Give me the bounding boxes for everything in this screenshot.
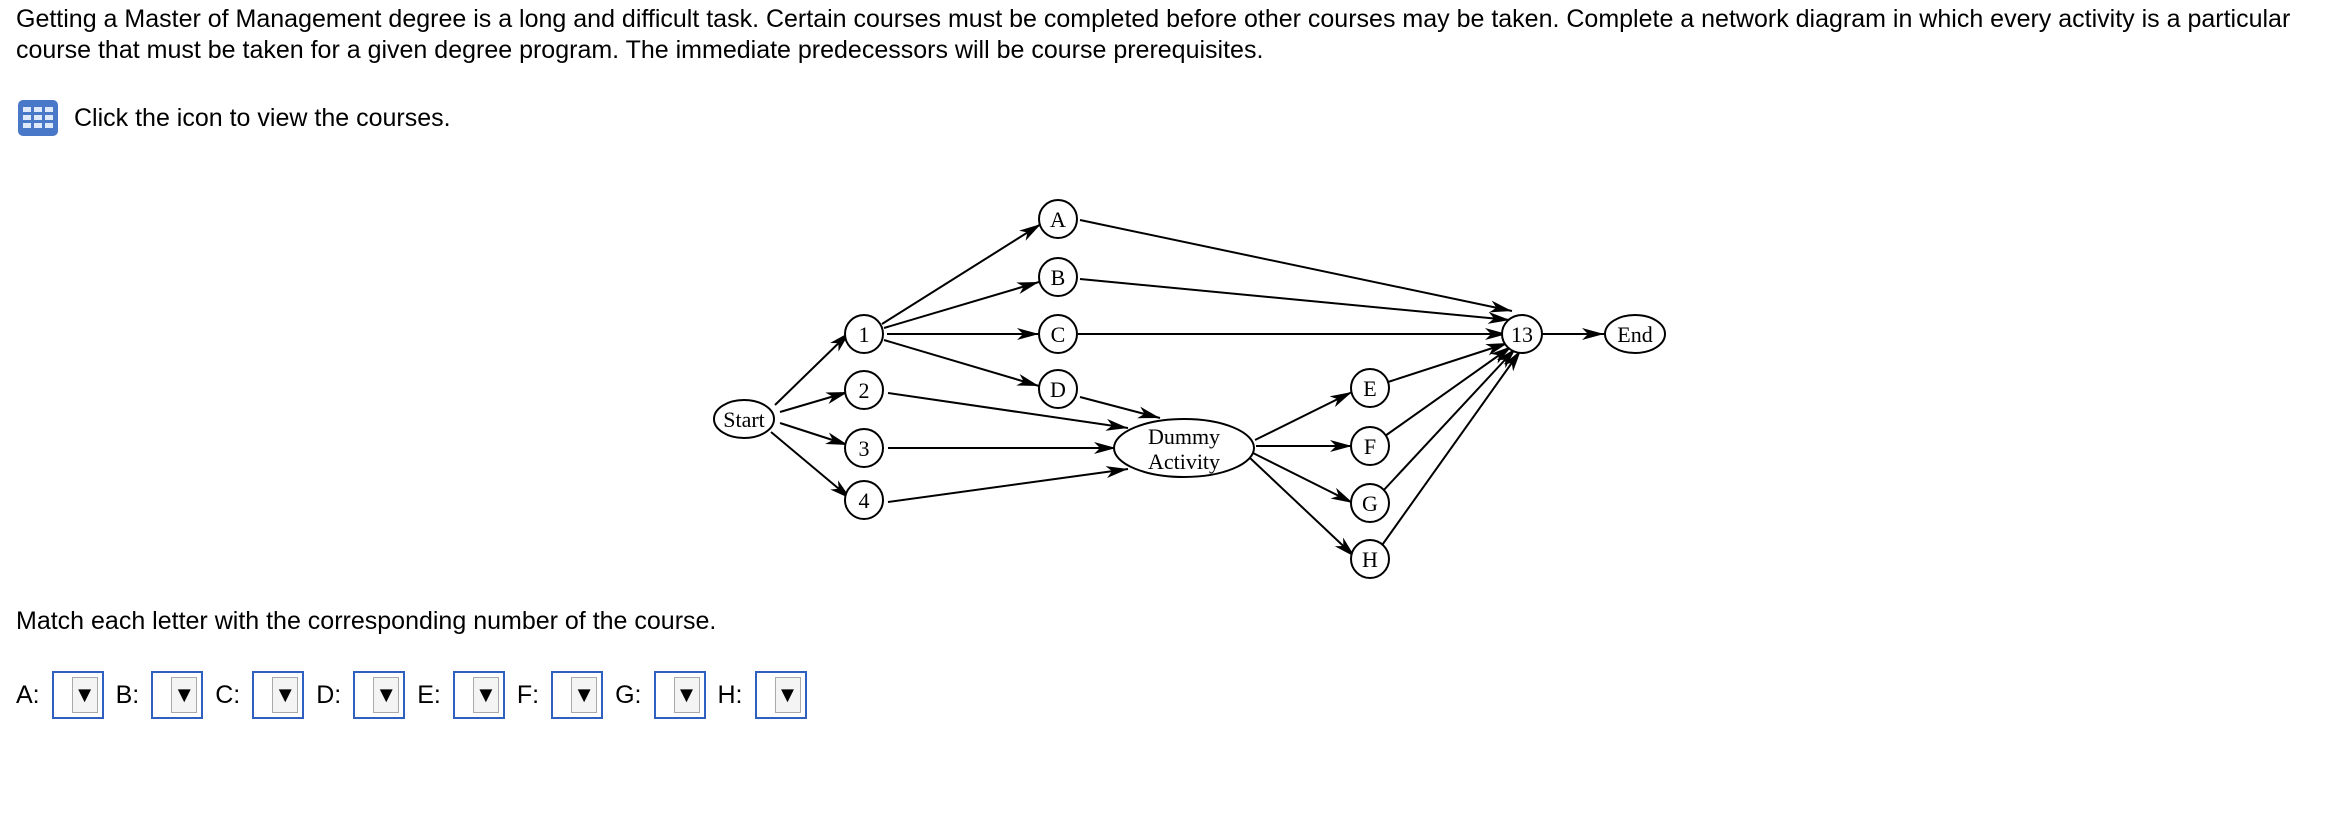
- node-start-label: Start: [723, 407, 765, 432]
- arrow-2-dummy: [887, 392, 1129, 431]
- arrow-e-13: [1387, 342, 1509, 383]
- arrow-start-4: [770, 431, 852, 500]
- answer-label: F:: [516, 680, 540, 709]
- node-dummy-label-1: Dummy: [1148, 424, 1220, 449]
- chevron-down-icon: ▼: [71, 677, 98, 713]
- node-g: [1350, 483, 1390, 523]
- node-g-label: G: [1362, 491, 1378, 516]
- answer-e: E: ▼: [417, 671, 517, 719]
- node-b: [1038, 257, 1078, 297]
- answer-f-dropdown[interactable]: ▼: [551, 671, 604, 719]
- network-diagram: Start 1 2 3 4 A B C D Dummy Activity E F…: [713, 199, 1666, 579]
- node-1-label: 1: [859, 322, 870, 347]
- hint-row: Click the icon to view the courses.: [18, 98, 451, 138]
- answer-h: H: ▼: [718, 671, 819, 719]
- node-a-label: A: [1050, 207, 1066, 232]
- chevron-down-icon: ▼: [774, 677, 801, 713]
- chevron-down-icon: ▼: [472, 677, 499, 713]
- node-4: [844, 480, 884, 520]
- chevron-down-icon: ▼: [373, 677, 400, 713]
- chevron-down-icon: ▼: [171, 677, 198, 713]
- arrow-dummy-e: [1254, 391, 1353, 441]
- arrow-1-a: [881, 223, 1042, 325]
- hint-text: Click the icon to view the courses.: [74, 103, 451, 132]
- match-instruction: Match each letter with the corresponding…: [16, 607, 717, 635]
- answer-label: C:: [215, 680, 241, 709]
- answer-a: A: ▼: [16, 671, 116, 719]
- node-e-label: E: [1363, 376, 1376, 401]
- question-intro: Getting a Master of Management degree is…: [16, 5, 2291, 64]
- node-b-label: B: [1051, 265, 1066, 290]
- node-end-label: End: [1617, 322, 1652, 347]
- node-f-label: F: [1364, 434, 1376, 459]
- answer-c-dropdown[interactable]: ▼: [252, 671, 305, 719]
- chevron-down-icon: ▼: [571, 677, 598, 713]
- arrow-g-13: [1381, 347, 1517, 493]
- answer-label: D:: [316, 680, 342, 709]
- node-4-label: 4: [859, 488, 870, 513]
- arrow-d-dummy: [1079, 396, 1161, 419]
- node-2-label: 2: [859, 378, 870, 403]
- arrow-start-2: [779, 391, 849, 413]
- answer-b: B: ▼: [116, 671, 216, 719]
- answer-label: B:: [115, 680, 140, 709]
- arrow-b-13: [1079, 278, 1511, 324]
- arrow-4-dummy: [887, 466, 1129, 503]
- node-3: [844, 428, 884, 468]
- node-13-label: 13: [1511, 322, 1533, 347]
- arrow-h-13: [1379, 349, 1522, 549]
- table-icon[interactable]: [18, 100, 58, 136]
- node-1: [844, 314, 884, 354]
- arrow-start-1: [774, 331, 851, 406]
- node-c-label: C: [1051, 322, 1066, 347]
- arrow-start-3: [779, 422, 849, 446]
- answer-label: E:: [417, 680, 441, 709]
- arrow-1-b: [883, 281, 1040, 329]
- answer-label: G:: [615, 680, 642, 709]
- node-d-label: D: [1050, 377, 1066, 402]
- answer-d-dropdown[interactable]: ▼: [353, 671, 406, 719]
- node-13: [1501, 314, 1543, 354]
- chevron-down-icon: ▼: [673, 677, 700, 713]
- node-a: [1038, 199, 1078, 239]
- node-end: [1604, 314, 1666, 354]
- answer-h-dropdown[interactable]: ▼: [754, 671, 807, 719]
- node-2: [844, 370, 884, 410]
- answer-c: C: ▼: [215, 671, 316, 719]
- chevron-down-icon: ▼: [272, 677, 299, 713]
- arrow-f-13: [1384, 345, 1513, 437]
- node-e: [1350, 368, 1390, 408]
- answer-d: D: ▼: [316, 671, 417, 719]
- answer-label: A:: [16, 680, 40, 709]
- arrow-a-13: [1079, 219, 1513, 313]
- node-f: [1350, 426, 1390, 466]
- answer-b-dropdown[interactable]: ▼: [151, 671, 204, 719]
- node-dummy-label-2: Activity: [1148, 449, 1220, 474]
- answer-a-dropdown[interactable]: ▼: [51, 671, 104, 719]
- node-dummy-activity: [1113, 418, 1255, 478]
- node-h: [1350, 539, 1390, 579]
- answer-g-dropdown[interactable]: ▼: [653, 671, 706, 719]
- arrow-1-d: [883, 339, 1040, 387]
- answer-row: A: ▼ B: ▼ C: ▼ D: ▼ E: ▼ F: ▼ G: ▼ H: ▼: [16, 668, 819, 722]
- node-d: [1038, 369, 1078, 409]
- node-start: [713, 399, 775, 439]
- node-c: [1038, 314, 1078, 354]
- answer-f: F: ▼: [517, 671, 615, 719]
- node-h-label: H: [1362, 547, 1378, 572]
- answer-g: G: ▼: [615, 671, 717, 719]
- answer-e-dropdown[interactable]: ▼: [452, 671, 505, 719]
- node-3-label: 3: [859, 436, 870, 461]
- arrow-dummy-g: [1252, 452, 1354, 504]
- answer-label: H:: [717, 680, 743, 709]
- arrow-dummy-h: [1249, 457, 1356, 558]
